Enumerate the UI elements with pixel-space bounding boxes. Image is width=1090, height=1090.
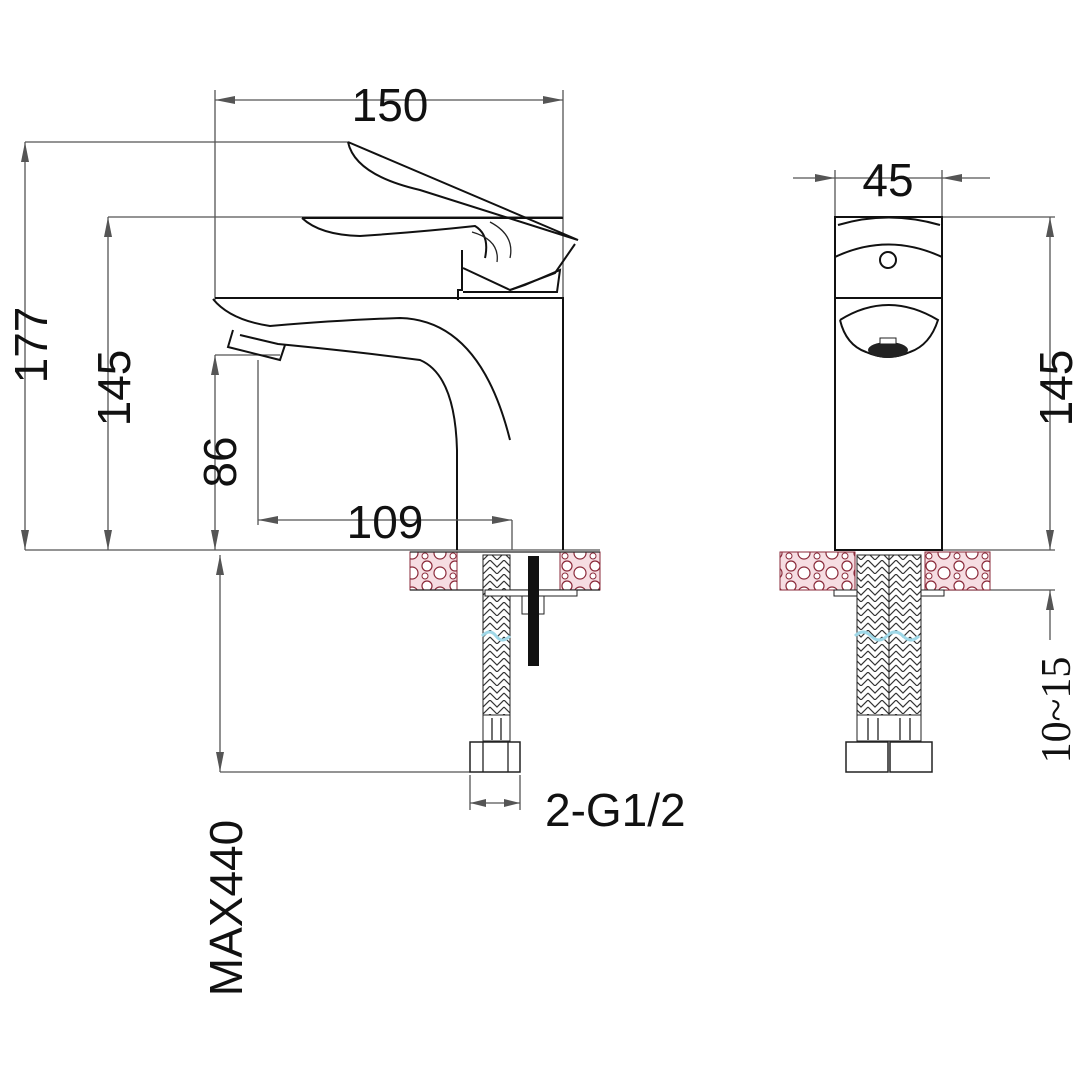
dim-45: 45 (862, 154, 913, 206)
end-view (793, 170, 1055, 591)
side-view (25, 90, 600, 810)
countertop-right (779, 551, 856, 591)
body (215, 297, 564, 550)
countertop-left (409, 551, 458, 591)
dim-counter-thickness: 10~15 (1034, 657, 1080, 764)
hoses-right (833, 554, 945, 773)
dimension-lines-right (815, 174, 1054, 640)
stud (528, 556, 539, 666)
dim-max440: MAX440 (200, 820, 252, 996)
dim-150: 150 (352, 79, 429, 131)
body-end (834, 216, 943, 551)
handle-hole (879, 251, 897, 269)
hex-nut (469, 741, 521, 773)
lever-closed (301, 217, 563, 259)
dim-connection: 2-G1/2 (545, 784, 686, 836)
spout (212, 298, 511, 441)
dim-86: 86 (194, 436, 246, 487)
dim-109: 109 (347, 496, 424, 548)
dim-145-side: 145 (1030, 350, 1082, 427)
lever-raised (347, 141, 579, 241)
hose-left (469, 554, 578, 773)
dim-177: 177 (5, 307, 57, 384)
dim-145: 145 (88, 350, 140, 427)
aerator (226, 329, 286, 362)
dimension-lines-left (21, 96, 563, 807)
